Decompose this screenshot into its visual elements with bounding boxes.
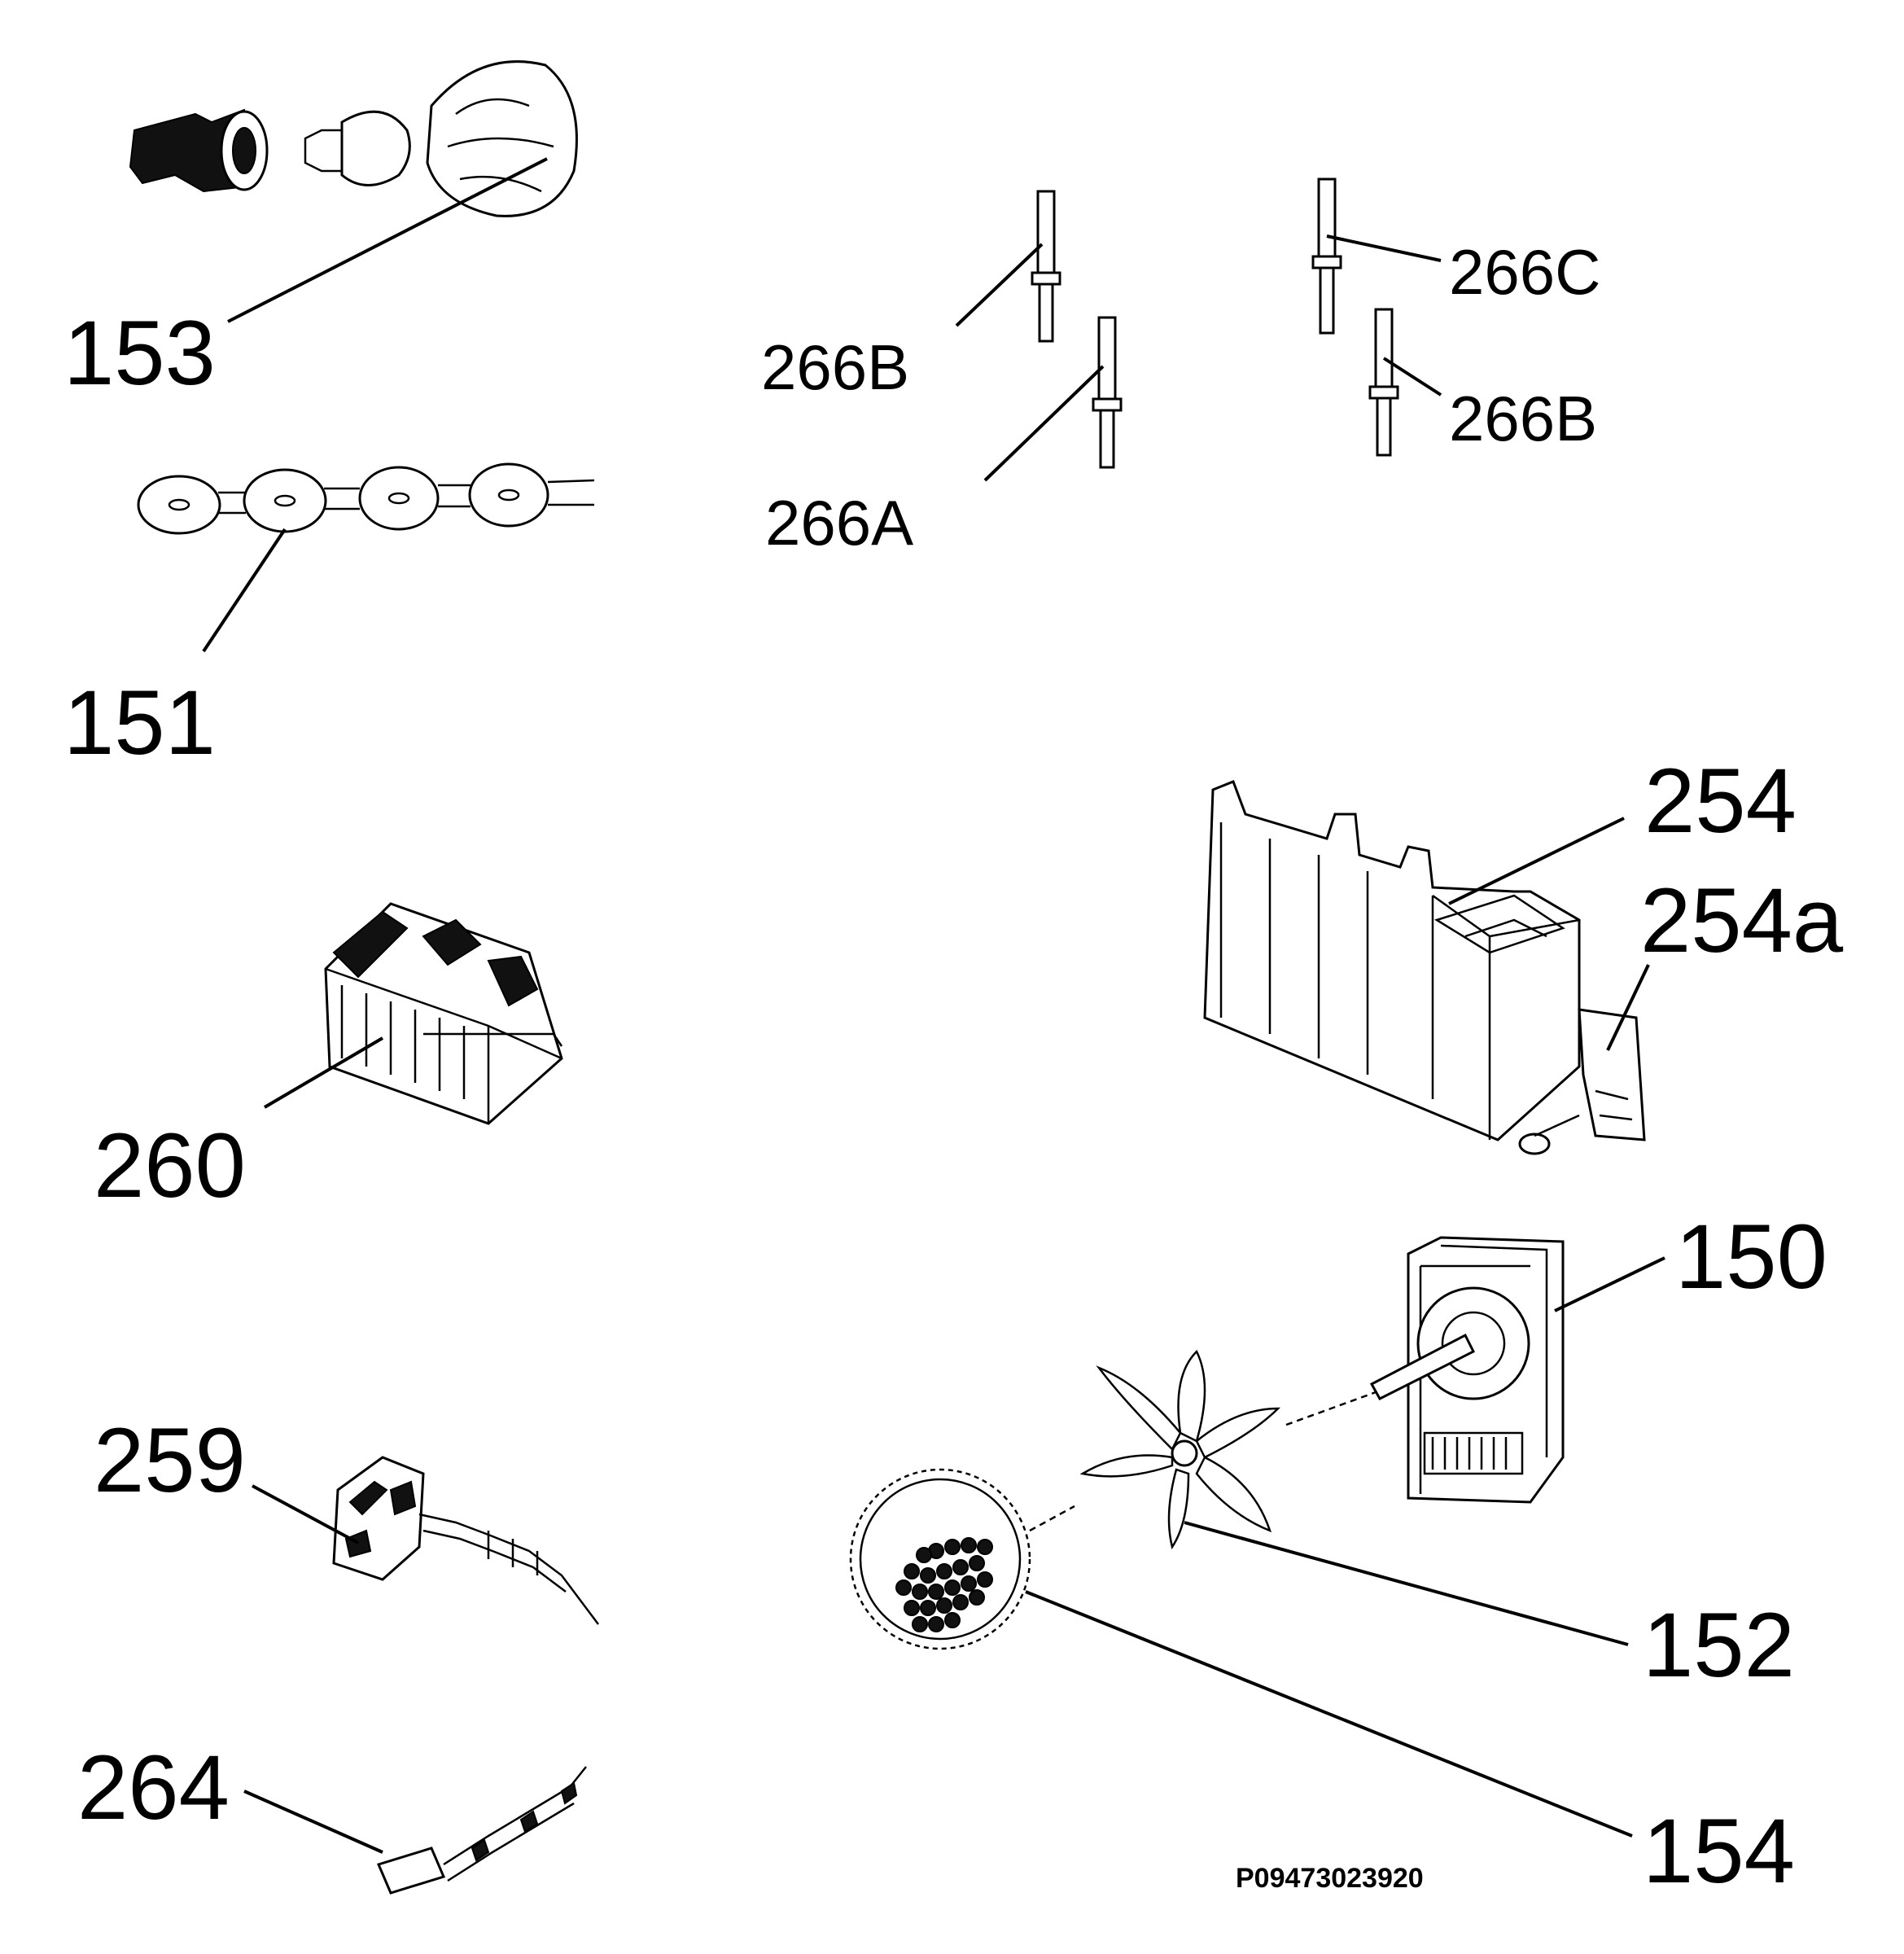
callout-266b-left: 266B <box>761 331 910 403</box>
callout-266b-right: 266B <box>1449 383 1598 454</box>
fan-blade-part-152 <box>1079 1349 1377 1550</box>
callout-259: 259 <box>94 1409 246 1511</box>
callout-254a: 254a <box>1640 870 1844 971</box>
callout-154: 154 <box>1643 1800 1795 1902</box>
selector-switch-part-260 <box>324 902 563 1125</box>
callout-254: 254 <box>1644 750 1797 852</box>
callout-151: 151 <box>63 672 216 773</box>
callout-152: 152 <box>1643 1594 1795 1696</box>
callout-266a: 266A <box>765 487 914 559</box>
callout-266c: 266C <box>1449 236 1601 308</box>
lamp-assembly-part-153 <box>129 60 578 217</box>
grommets-part-151 <box>137 462 595 535</box>
fan-guard-part-154 <box>849 1468 1075 1650</box>
callout-150: 150 <box>1675 1206 1827 1308</box>
callout-260: 260 <box>94 1115 246 1216</box>
sensor-part-264 <box>376 1766 587 1895</box>
ignition-module-part-254 <box>1203 780 1646 1155</box>
thermostat-part-259 <box>332 1456 599 1625</box>
callout-153: 153 <box>63 302 216 404</box>
electrodes-part-266 <box>1031 177 1399 469</box>
fan-motor-part-150 <box>1369 1236 1565 1504</box>
callout-264: 264 <box>77 1737 230 1838</box>
drawing-code: P09473023920 <box>1236 1863 1424 1894</box>
